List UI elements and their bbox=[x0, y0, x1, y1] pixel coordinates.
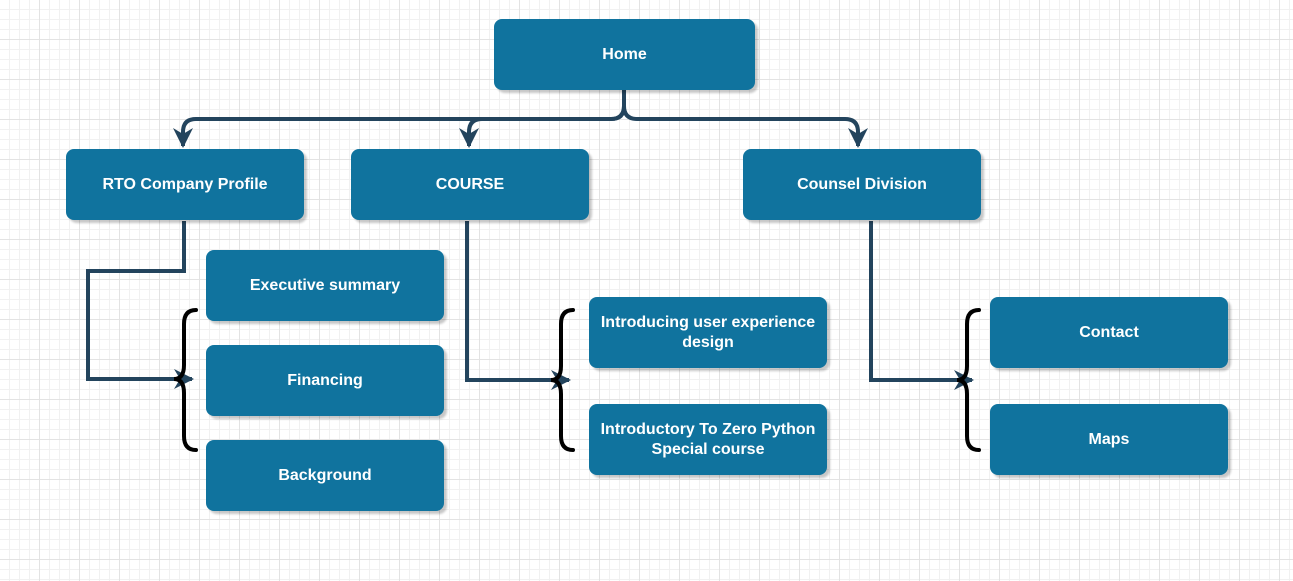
node-contact[interactable]: Contact bbox=[990, 297, 1228, 368]
connector-counsel-division-to-brace bbox=[869, 221, 974, 390]
connector-course-to-brace bbox=[465, 221, 571, 390]
node-rto-company-profile[interactable]: RTO Company Profile bbox=[66, 149, 304, 220]
home-children-connector bbox=[173, 90, 868, 148]
node-background[interactable]: Background bbox=[206, 440, 444, 511]
brace-counsel-children bbox=[956, 308, 981, 452]
node-course-label: COURSE bbox=[435, 175, 505, 193]
brace-course-children bbox=[550, 308, 575, 452]
node-financing-label: Financing bbox=[287, 371, 363, 389]
node-executive-summary-label: Executive summary bbox=[249, 276, 401, 294]
node-home[interactable]: Home bbox=[494, 19, 755, 90]
node-introducing-user-experience-design-label: Introducing user experience design bbox=[600, 313, 816, 351]
node-financing[interactable]: Financing bbox=[206, 345, 444, 416]
node-counsel-division[interactable]: Counsel Division bbox=[743, 149, 981, 220]
node-contact-label: Contact bbox=[1079, 323, 1139, 341]
connector-home-to-counsel-division bbox=[622, 90, 868, 148]
connector-rto-company-profile-to-brace bbox=[86, 221, 194, 389]
node-executive-summary[interactable]: Executive summary bbox=[206, 250, 444, 321]
node-introducing-user-experience-design[interactable]: Introducing user experience design bbox=[589, 297, 827, 368]
node-introductory-python-course[interactable]: Introductory To Zero Python Special cour… bbox=[589, 404, 827, 475]
node-maps-label: Maps bbox=[1088, 430, 1130, 448]
connector-home-to-course bbox=[459, 90, 626, 148]
brace-rto-children bbox=[173, 308, 198, 452]
node-introductory-python-course-label: Introductory To Zero Python Special cour… bbox=[600, 420, 816, 458]
node-home-label: Home bbox=[602, 45, 647, 63]
node-background-label: Background bbox=[278, 466, 372, 484]
node-course[interactable]: COURSE bbox=[351, 149, 589, 220]
node-counsel-division-label: Counsel Division bbox=[797, 175, 927, 193]
node-rto-company-profile-label: RTO Company Profile bbox=[102, 175, 268, 193]
node-maps[interactable]: Maps bbox=[990, 404, 1228, 475]
